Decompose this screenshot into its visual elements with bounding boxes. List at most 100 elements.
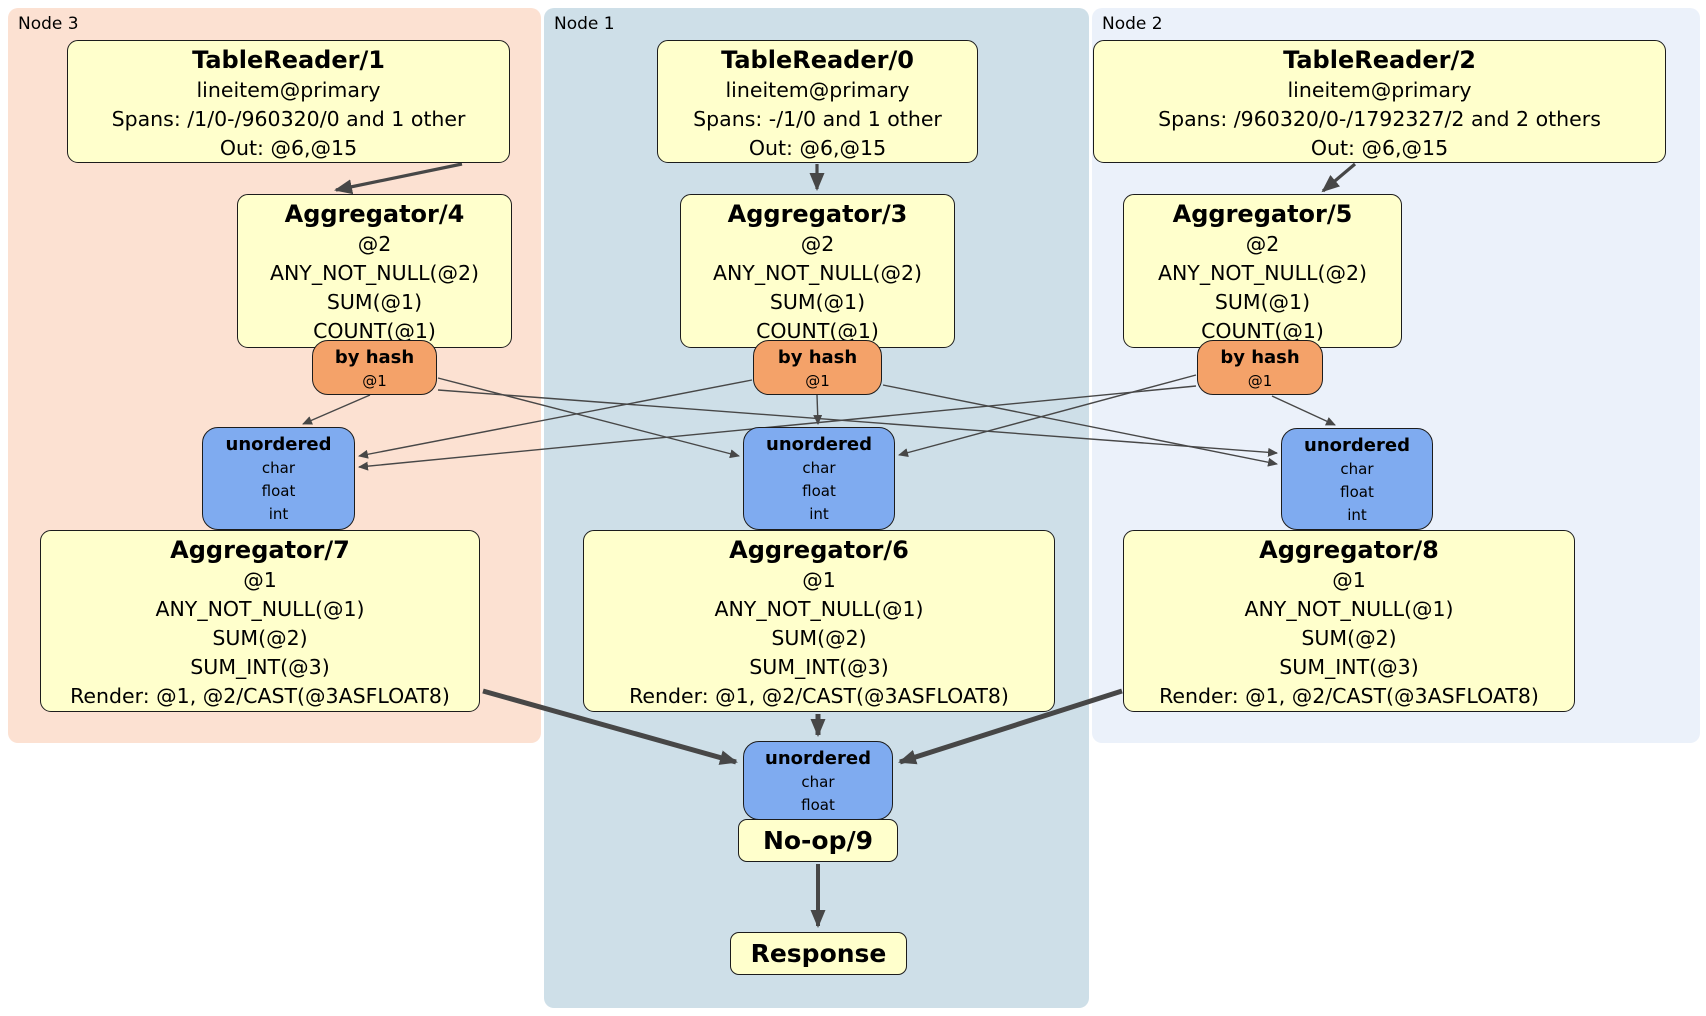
edge-byhash-n1-to-unordered-n2	[882, 384, 1278, 467]
box-line: lineitem@primary	[1287, 78, 1472, 102]
box-detail-lines: @1	[1248, 370, 1273, 393]
box-title: TableReader/2	[1283, 46, 1476, 74]
box-line: COUNT(@1)	[756, 319, 879, 343]
box-line: Out: @6,@15	[748, 136, 887, 160]
box-line: SUM(@1)	[1214, 290, 1311, 314]
box-line: float	[1340, 483, 1374, 501]
box-line: @1	[1332, 568, 1366, 592]
edge-byhash-n1-to-unordered-n1	[813, 394, 823, 425]
box-line: ANY_NOT_NULL(@2)	[269, 261, 480, 285]
edge-aggregator8-to-unordered-final	[898, 688, 1123, 765]
box-detail-lines: char float int	[802, 457, 836, 526]
box-line: Spans: -/1/0 and 1 other	[693, 107, 942, 131]
box-line: @2	[357, 232, 392, 256]
box-line: float	[261, 482, 296, 500]
box-line: ANY_NOT_NULL(@1)	[155, 597, 365, 621]
box-line: int	[268, 505, 289, 523]
edge-byhash-n3-to-unordered-n3	[302, 394, 371, 425]
panel-node3-label: Node 3	[18, 14, 79, 34]
box-line: SUM(@1)	[769, 290, 866, 314]
box-line: ANY_NOT_NULL(@2)	[1157, 261, 1368, 285]
box-line: @1	[362, 372, 387, 390]
box-line: COUNT(@1)	[313, 319, 436, 343]
box-response: Response	[730, 932, 907, 975]
edge-byhash-n2-to-unordered-n2	[1271, 395, 1336, 426]
box-line: SUM(@2)	[771, 626, 867, 650]
edge-byhash-n1-to-unordered-n3	[358, 379, 753, 459]
box-title: unordered	[1304, 435, 1410, 456]
sync-unordered-node2: unordered char float int	[1281, 428, 1433, 530]
box-line: SUM(@2)	[1301, 626, 1397, 650]
box-title: Aggregator/4	[284, 200, 465, 228]
edge-byhash-n2-to-unordered-n1	[898, 374, 1197, 458]
box-title: unordered	[765, 748, 871, 769]
edge-tablereader2-to-aggregator5	[1321, 162, 1357, 193]
box-title: Aggregator/8	[1259, 536, 1439, 564]
box-title: by hash	[1220, 347, 1300, 368]
box-line: SUM_INT(@3)	[1279, 655, 1419, 679]
box-line: SUM(@1)	[326, 290, 423, 314]
box-title: Aggregator/5	[1172, 200, 1353, 228]
edge-byhash-n2-to-unordered-n3	[358, 385, 1197, 471]
box-line: ANY_NOT_NULL(@1)	[1244, 597, 1454, 621]
box-title: by hash	[334, 347, 415, 368]
router-by-hash-node1: by hash @1	[753, 340, 882, 395]
box-line: char	[802, 459, 836, 477]
box-line: float	[802, 482, 836, 500]
box-title: Response	[750, 939, 887, 968]
box-line: @2	[1245, 232, 1280, 256]
box-line: Render: @1, @2/CAST(@3ASFLOAT8)	[70, 684, 450, 708]
box-title: No-op/9	[762, 826, 874, 855]
router-by-hash-node2: by hash @1	[1197, 340, 1323, 395]
box-line: int	[1347, 506, 1367, 524]
box-detail-lines: char float int	[1340, 458, 1374, 527]
box-line: ANY_NOT_NULL(@1)	[714, 597, 924, 621]
box-line: int	[809, 505, 829, 523]
box-line: ANY_NOT_NULL(@2)	[712, 261, 923, 285]
box-line: SUM(@2)	[212, 626, 308, 650]
box-line: @1	[802, 568, 836, 592]
router-by-hash-node3: by hash @1	[312, 340, 437, 395]
box-line: @1	[1247, 372, 1273, 390]
panel-node2-label: Node 2	[1102, 14, 1163, 34]
box-line: SUM_INT(@3)	[190, 655, 330, 679]
box-title: Aggregator/3	[727, 200, 908, 228]
edge-tablereader1-to-aggregator4	[334, 162, 463, 195]
box-line: Spans: /960320/0-/1792327/2 and 2 others	[1158, 107, 1601, 131]
box-detail-lines: @1	[805, 370, 830, 393]
box-noop-9: No-op/9	[738, 819, 898, 862]
box-line: lineitem@primary	[725, 78, 910, 102]
box-line: char	[1340, 460, 1374, 478]
box-title: TableReader/1	[192, 46, 385, 74]
box-line: SUM_INT(@3)	[749, 655, 889, 679]
box-title: Aggregator/6	[729, 536, 909, 564]
box-line: Render: @1, @2/CAST(@3ASFLOAT8)	[629, 684, 1009, 708]
box-title: TableReader/0	[721, 46, 914, 74]
box-line: Spans: /1/0-/960320/0 and 1 other	[111, 107, 466, 131]
box-line: Out: @6,@15	[1310, 136, 1449, 160]
box-line: @1	[805, 372, 830, 390]
